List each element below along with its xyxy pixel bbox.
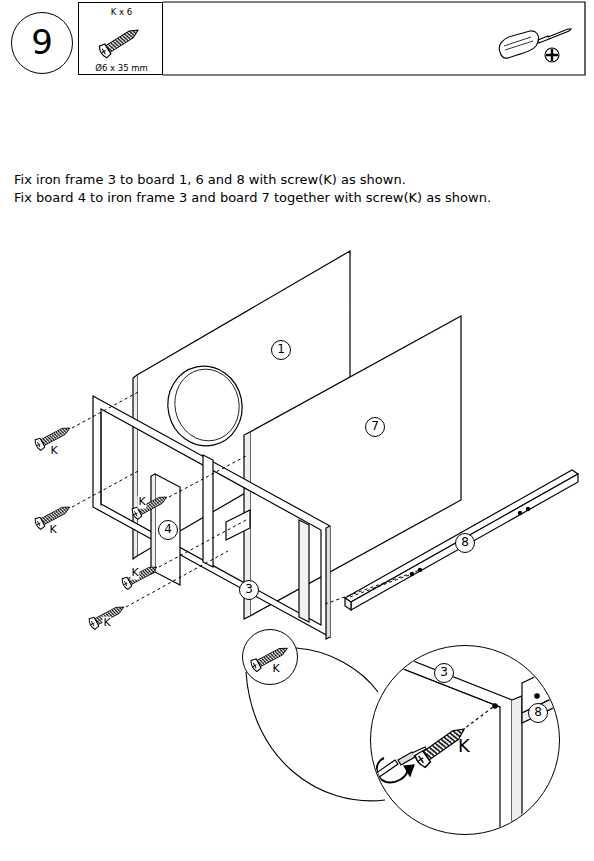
zoom-detail: [493, 704, 497, 708]
guide-line: [72, 470, 140, 507]
iron-frame-3: [326, 526, 330, 639]
guide-line: [169, 455, 248, 497]
node-text: K: [272, 663, 279, 675]
callout-number: 3: [239, 580, 259, 600]
screwdriver-icon: [499, 29, 571, 62]
board-8: [518, 511, 521, 514]
screwdriver-icon: [548, 29, 571, 39]
callout-number: 8: [528, 703, 548, 723]
screwdriver-icon: [545, 48, 559, 62]
node-text: 3: [440, 666, 448, 679]
node-text: 3: [245, 583, 253, 596]
zoom-detail: [377, 758, 408, 782]
guide-line: [72, 391, 140, 428]
board-8: [345, 598, 351, 610]
iron-frame-3: [299, 520, 309, 622]
screw-k: [121, 562, 160, 590]
board-8: [526, 507, 529, 510]
screw-k: [131, 492, 170, 520]
screwdriver-icon: [546, 49, 558, 61]
instruction-text: Fix board 4 to iron frame 3 and board 7 …: [14, 191, 491, 206]
guide-line: [72, 391, 420, 607]
iron-frame-3: [203, 455, 213, 567]
zoom-detail: [360, 652, 500, 707]
screw-label: K: [49, 445, 58, 458]
callout-number: 4: [158, 520, 178, 540]
board-7: [226, 510, 250, 540]
hardware-text: Ø6 x 35 mm: [95, 64, 148, 73]
screw-label: K: [102, 617, 111, 630]
zoom-detail: [360, 640, 512, 860]
step-number: 9: [11, 12, 73, 74]
screw-label: K: [130, 567, 139, 580]
screw-k: [249, 643, 290, 673]
header-frame: [163, 2, 585, 75]
hardware-box: K x 6 Ø6 x 35 mm: [78, 2, 163, 75]
callout-number: 7: [365, 417, 385, 437]
header-frame: [163, 2, 585, 75]
board-7: [250, 316, 461, 616]
board-8: [345, 470, 578, 610]
screwdriver-icon: [538, 36, 549, 43]
zoom-detail: [512, 696, 522, 860]
board-8: [418, 568, 421, 571]
node-text: 7: [371, 420, 379, 433]
zoom-detail: [412, 747, 426, 756]
board-4: [151, 474, 155, 574]
node-text: 8: [534, 706, 542, 719]
screwdriver-icon: [504, 37, 533, 50]
board-1: [160, 359, 249, 453]
iron-frame-3: [93, 396, 330, 639]
node-text: 4: [164, 523, 172, 536]
zoom-leader: [296, 648, 378, 692]
node-text: 9: [31, 24, 53, 61]
guide-line: [159, 519, 248, 567]
zoom-detail: [413, 722, 470, 769]
node-text: 8: [461, 536, 469, 549]
callout-number: 8: [455, 533, 475, 553]
node-text: 1: [277, 343, 285, 356]
callout-number: 3: [434, 663, 454, 683]
screw-k: [88, 602, 127, 630]
zoom-leader: [246, 672, 385, 801]
board-1: [168, 363, 246, 447]
guide-line: [325, 570, 420, 604]
hardware-text: K x 6: [111, 8, 132, 17]
screw-label: K: [137, 496, 146, 509]
zoom-detail: [398, 752, 415, 765]
instruction-text: Fix iron frame 3 to board 1, 6 and 8 wit…: [14, 173, 406, 188]
node-text: K: [458, 736, 470, 756]
screw-icon: [98, 24, 142, 59]
screw-label: K: [48, 524, 57, 537]
screw-icon: [98, 24, 142, 59]
zoom-detail: [372, 760, 398, 780]
zoom-leader: [246, 648, 385, 801]
zoom-detail: [535, 694, 539, 698]
iron-frame-3: [93, 396, 330, 637]
screw-k: [34, 423, 291, 673]
zoom-circle: K 3 8: [370, 645, 560, 835]
board-4: [155, 474, 180, 585]
zoom-detail: [404, 765, 414, 776]
detail-circle: K: [242, 629, 298, 685]
zoom-detail: [522, 690, 570, 723]
board-8: [351, 474, 578, 610]
board-7: [226, 316, 461, 619]
zoom-detail: [360, 640, 570, 860]
board-8: [345, 470, 578, 602]
screwdriver-icon: [499, 31, 538, 58]
callout-number: 1: [271, 340, 291, 360]
